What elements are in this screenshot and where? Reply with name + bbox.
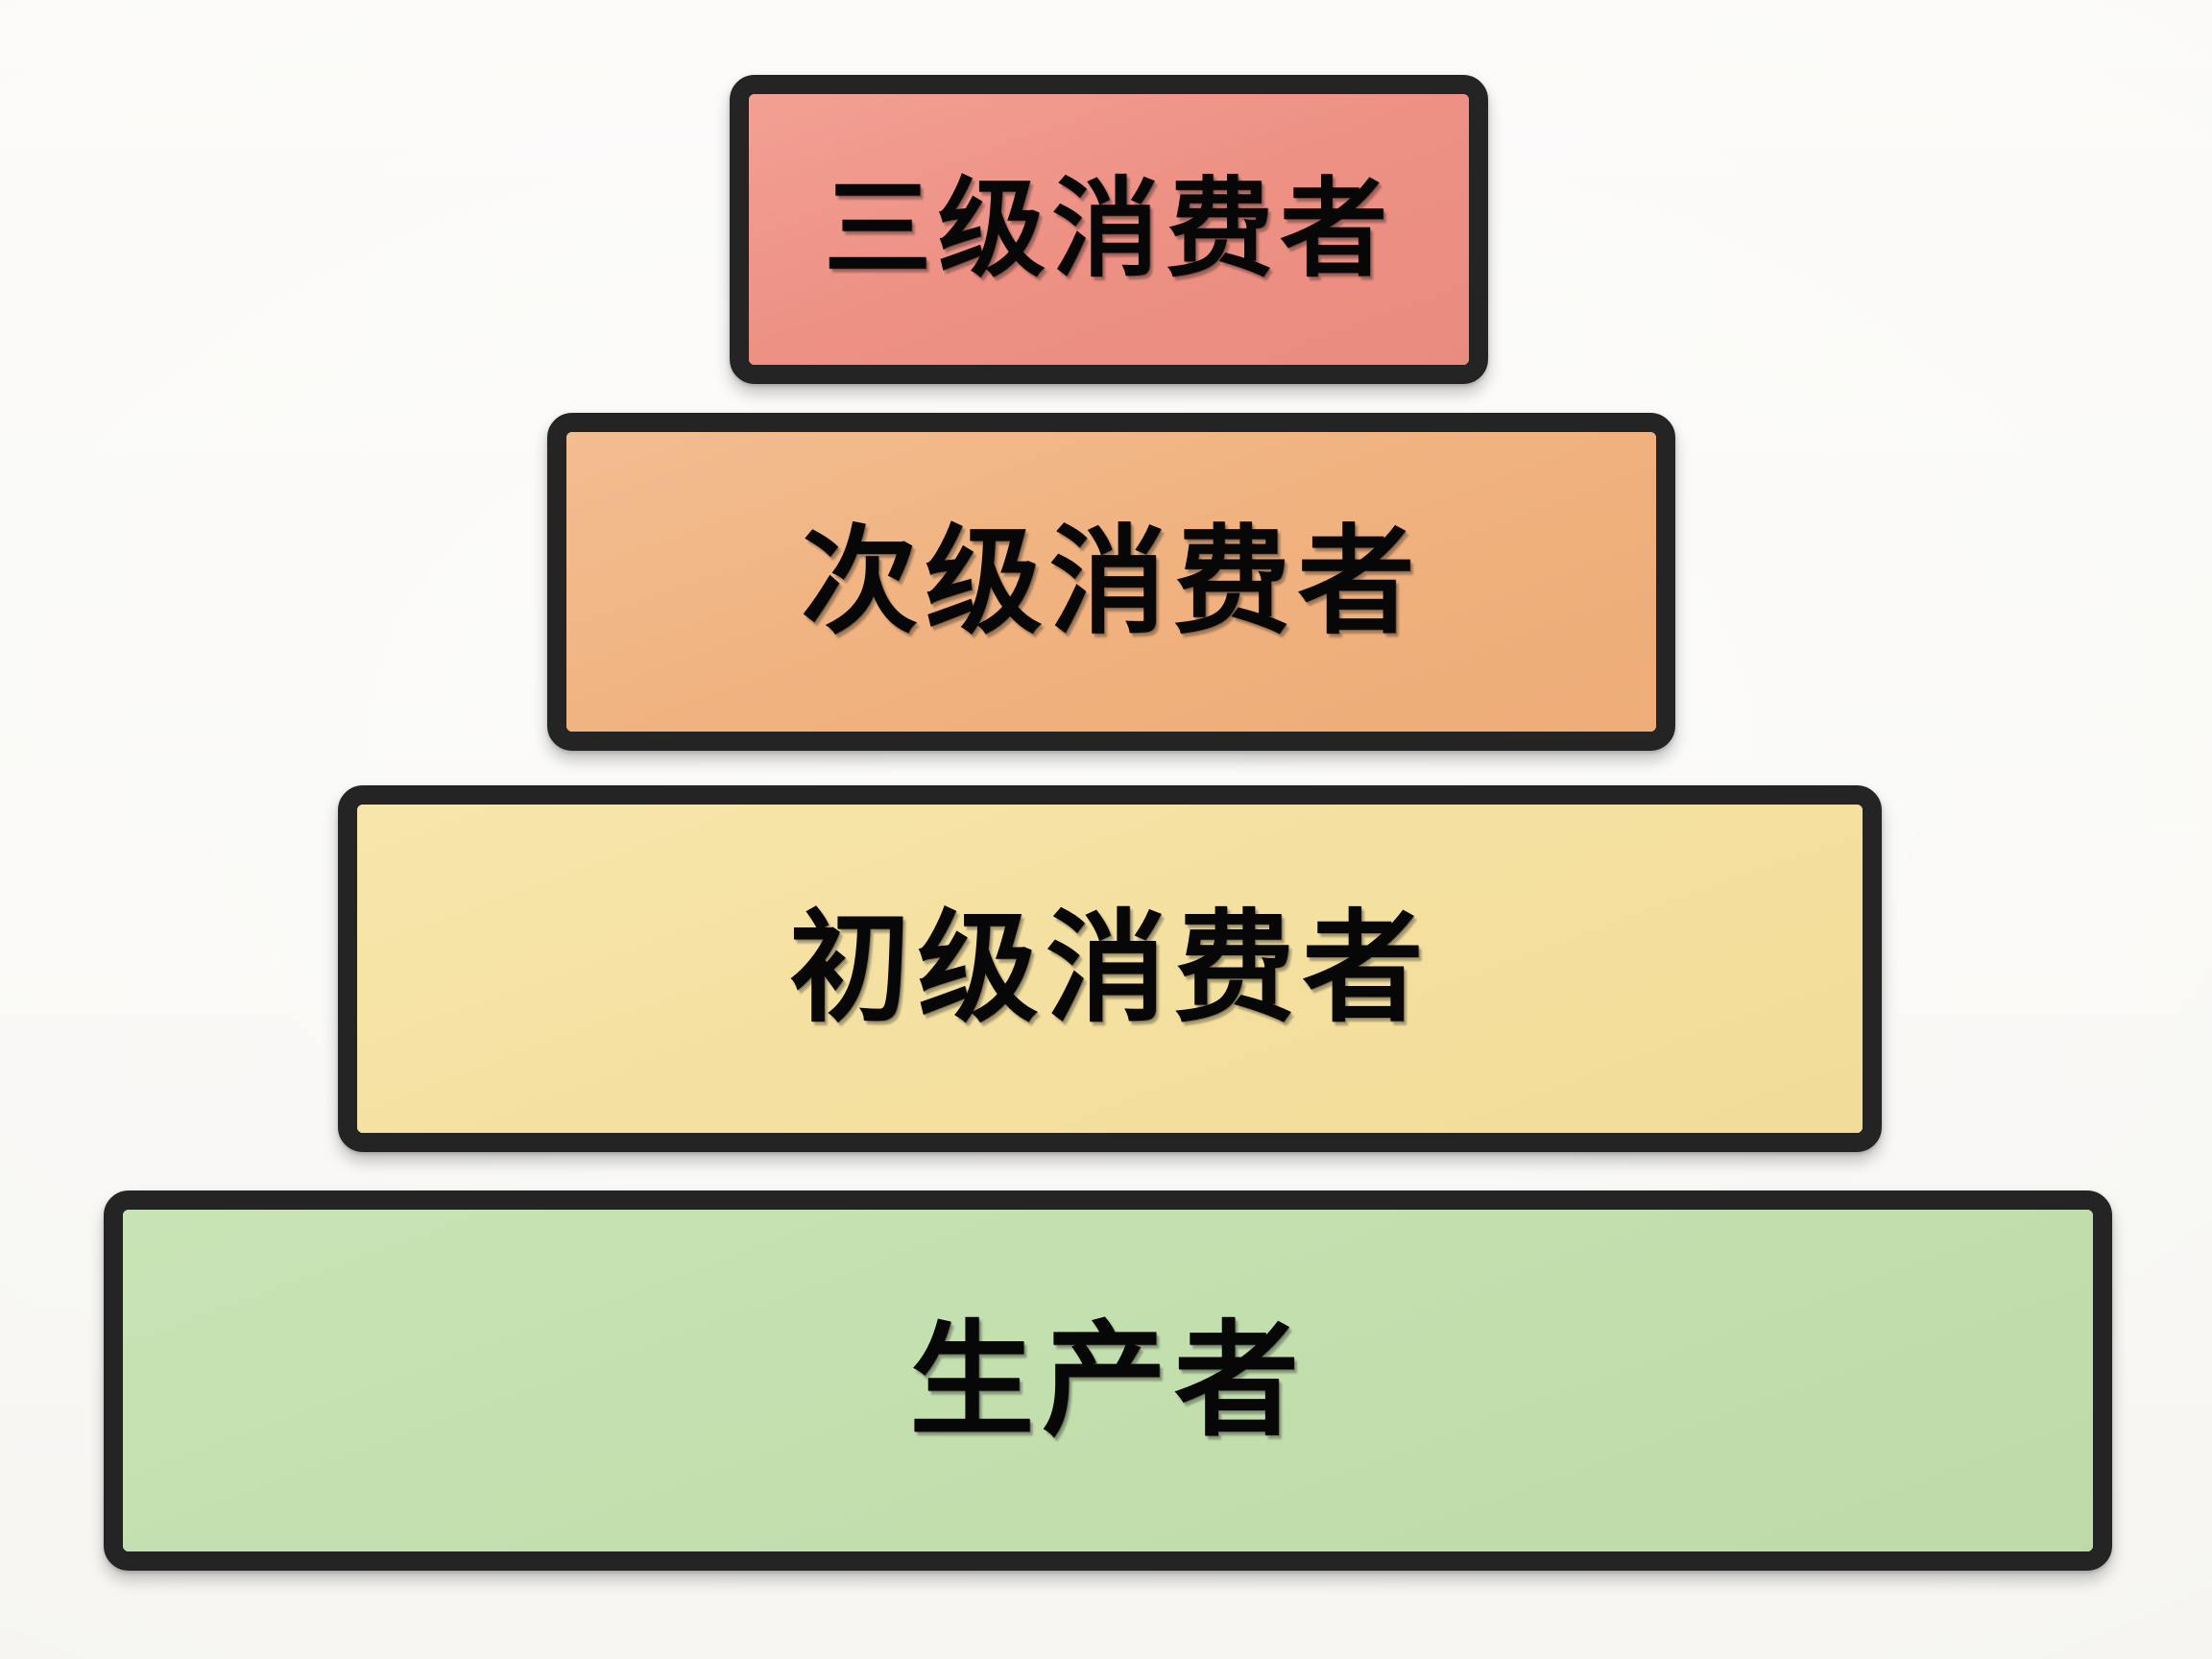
tier-label-primary-consumers: 初级消费者 xyxy=(789,901,1431,1036)
pyramid-tier-producers[interactable]: 生产者 xyxy=(104,1190,2112,1571)
tier-label-tertiary-consumers: 三级消费者 xyxy=(824,169,1394,289)
tier-fill-producers: 生产者 xyxy=(123,1210,2093,1551)
tier-fill-secondary-consumers: 次级消费者 xyxy=(566,432,1656,732)
tier-label-secondary-consumers: 次级消费者 xyxy=(801,517,1422,647)
pyramid-tier-secondary-consumers[interactable]: 次级消费者 xyxy=(547,413,1675,751)
tier-fill-primary-consumers: 初级消费者 xyxy=(357,805,1863,1133)
tier-fill-tertiary-consumers: 三级消费者 xyxy=(749,94,1469,365)
pyramid-tier-tertiary-consumers[interactable]: 三级消费者 xyxy=(730,75,1488,384)
pyramid-tier-primary-consumers[interactable]: 初级消费者 xyxy=(338,785,1882,1152)
tier-label-producers: 生产者 xyxy=(909,1310,1307,1451)
